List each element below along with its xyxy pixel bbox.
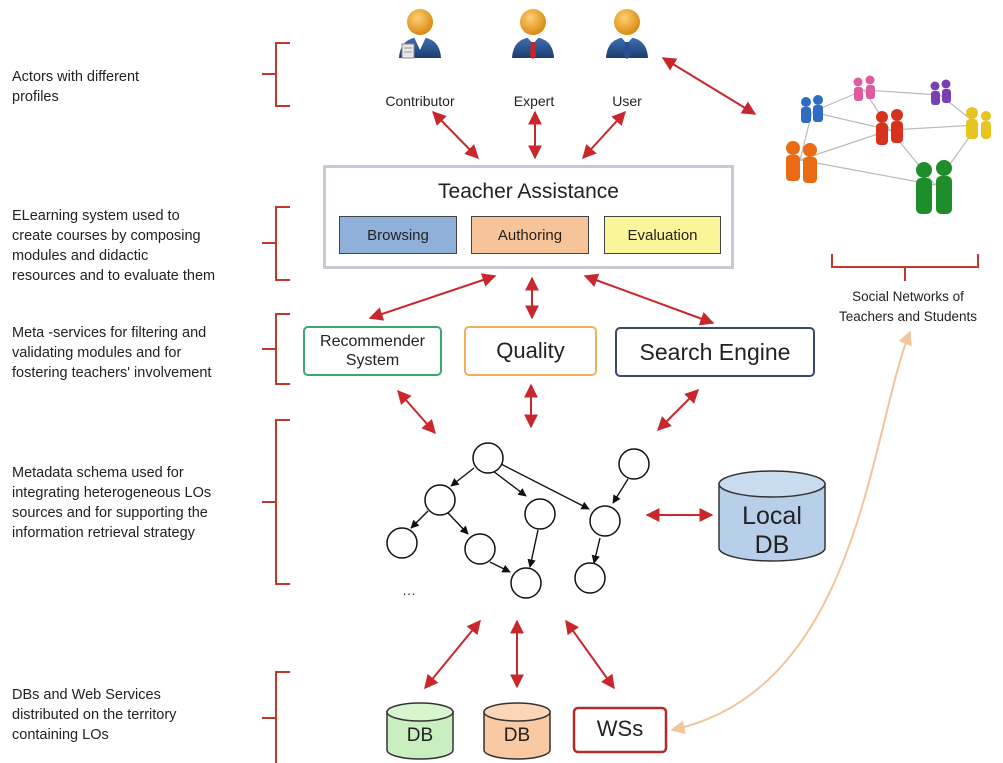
- ws-label: WSs: [596, 716, 644, 741]
- social-networks-caption: Social Networks of Teachers and Students: [838, 289, 978, 324]
- bracket-actors: [262, 42, 290, 107]
- graph-edges: [410, 462, 629, 573]
- side-label-meta-services: Meta -services for filtering and validat…: [12, 325, 212, 381]
- bracket-elearning: [262, 206, 290, 281]
- bracket-social-networks: [831, 254, 979, 281]
- social-network-image: [786, 75, 991, 214]
- graph-node: [472, 442, 504, 474]
- evaluation-tab[interactable]: Evaluation: [604, 216, 721, 254]
- browsing-tab[interactable]: Browsing: [339, 216, 457, 254]
- bracket-metadata: [262, 419, 290, 585]
- actor-label-user: User: [612, 93, 642, 109]
- side-label-elearning: ELearning system used to create courses …: [12, 208, 216, 284]
- graph-node: [464, 533, 496, 565]
- social-connector-curve: [670, 330, 912, 735]
- expert-icon: [512, 9, 554, 59]
- ws-box: [572, 706, 668, 754]
- side-label-dbs-web-services: DBs and Web Services distributed on the …: [12, 687, 177, 743]
- bracket-dbs: [262, 671, 290, 763]
- actor-label-contributor: Contributor: [385, 93, 455, 109]
- recommender-system-box: Recommender System: [303, 326, 442, 376]
- local-db-label: Local DB: [742, 502, 802, 559]
- graph-node: [618, 448, 650, 480]
- arrows-services: [368, 273, 715, 326]
- graph-node: [574, 562, 606, 594]
- actor-label-expert: Expert: [513, 93, 555, 109]
- graph-node: [386, 527, 418, 559]
- quality-box: Quality: [464, 326, 597, 376]
- graph-nodes: [386, 442, 650, 599]
- graph-node: [524, 498, 556, 530]
- contributor-icon: [399, 9, 441, 59]
- teacher-assistance-title: Teacher Assistance: [438, 180, 619, 203]
- side-label-metadata-schema: Metadata schema used for integrating het…: [12, 465, 212, 541]
- db-orange-cylinder: [483, 702, 551, 760]
- graph-ellipsis: …: [402, 582, 416, 598]
- db-orange-label: DB: [503, 725, 531, 746]
- arrows-actors: [432, 57, 757, 160]
- teacher-assistance-panel: Teacher Assistance Browsing Authoring Ev…: [323, 165, 734, 269]
- graph-node: [510, 567, 542, 599]
- graph-node: [589, 505, 621, 537]
- side-label-actors: Actors with different profiles: [12, 69, 140, 105]
- db-green-cylinder: [386, 702, 454, 760]
- arrows-sources: [424, 619, 615, 690]
- bracket-meta-services: [262, 313, 290, 385]
- user-icon: [606, 9, 648, 59]
- graph-node: [424, 484, 456, 516]
- db-green-label: DB: [406, 725, 434, 746]
- authoring-tab[interactable]: Authoring: [471, 216, 589, 254]
